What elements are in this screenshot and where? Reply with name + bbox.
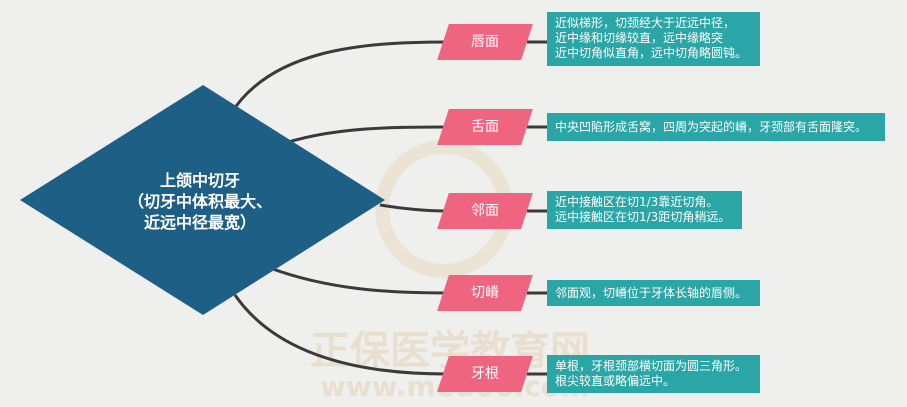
info-incisal-ridge: 邻面观，切嵴位于牙体长轴的唇侧。 [547, 280, 760, 306]
link-incisal [269, 266, 448, 295]
node-lip-surface[interactable]: 唇面 [443, 24, 527, 60]
center-diamond [20, 85, 385, 315]
node-incisal-ridge[interactable]: 切嵴 [443, 275, 527, 311]
node-root[interactable]: 牙根 [443, 356, 527, 392]
center-subtitle-1: （切牙中体积最大、 [127, 192, 272, 211]
link-lip [228, 40, 448, 116]
node-lingual-surface[interactable]: 舌面 [443, 109, 527, 145]
center-topic: 上颌中切牙 （切牙中体积最大、 近远中径最宽） [100, 170, 300, 233]
info-lip-surface: 近似梯形，切颈经大于近远中径， 近中缘和切缘较直，远中缘略突 近中切角似直角，远… [547, 12, 760, 66]
center-title: 上颌中切牙 [159, 171, 240, 190]
info-lingual-surface: 中央凹陷形成舌窝，四周为突起的嵴，牙颈部有舌面隆突。 [547, 113, 885, 141]
link-root [233, 294, 448, 376]
link-adjacent [379, 203, 448, 213]
info-root: 单根，牙根颈部横切面为圆三角形。 根尖较直或略偏远中。 [547, 355, 760, 393]
node-proximal-surface[interactable]: 邻面 [443, 193, 527, 229]
info-proximal-surface: 近中接触区在切1/3靠近切角。 远中接触区在切1/3距切角稍远。 [547, 191, 742, 229]
center-subtitle-2: 近远中径最宽） [143, 213, 256, 232]
